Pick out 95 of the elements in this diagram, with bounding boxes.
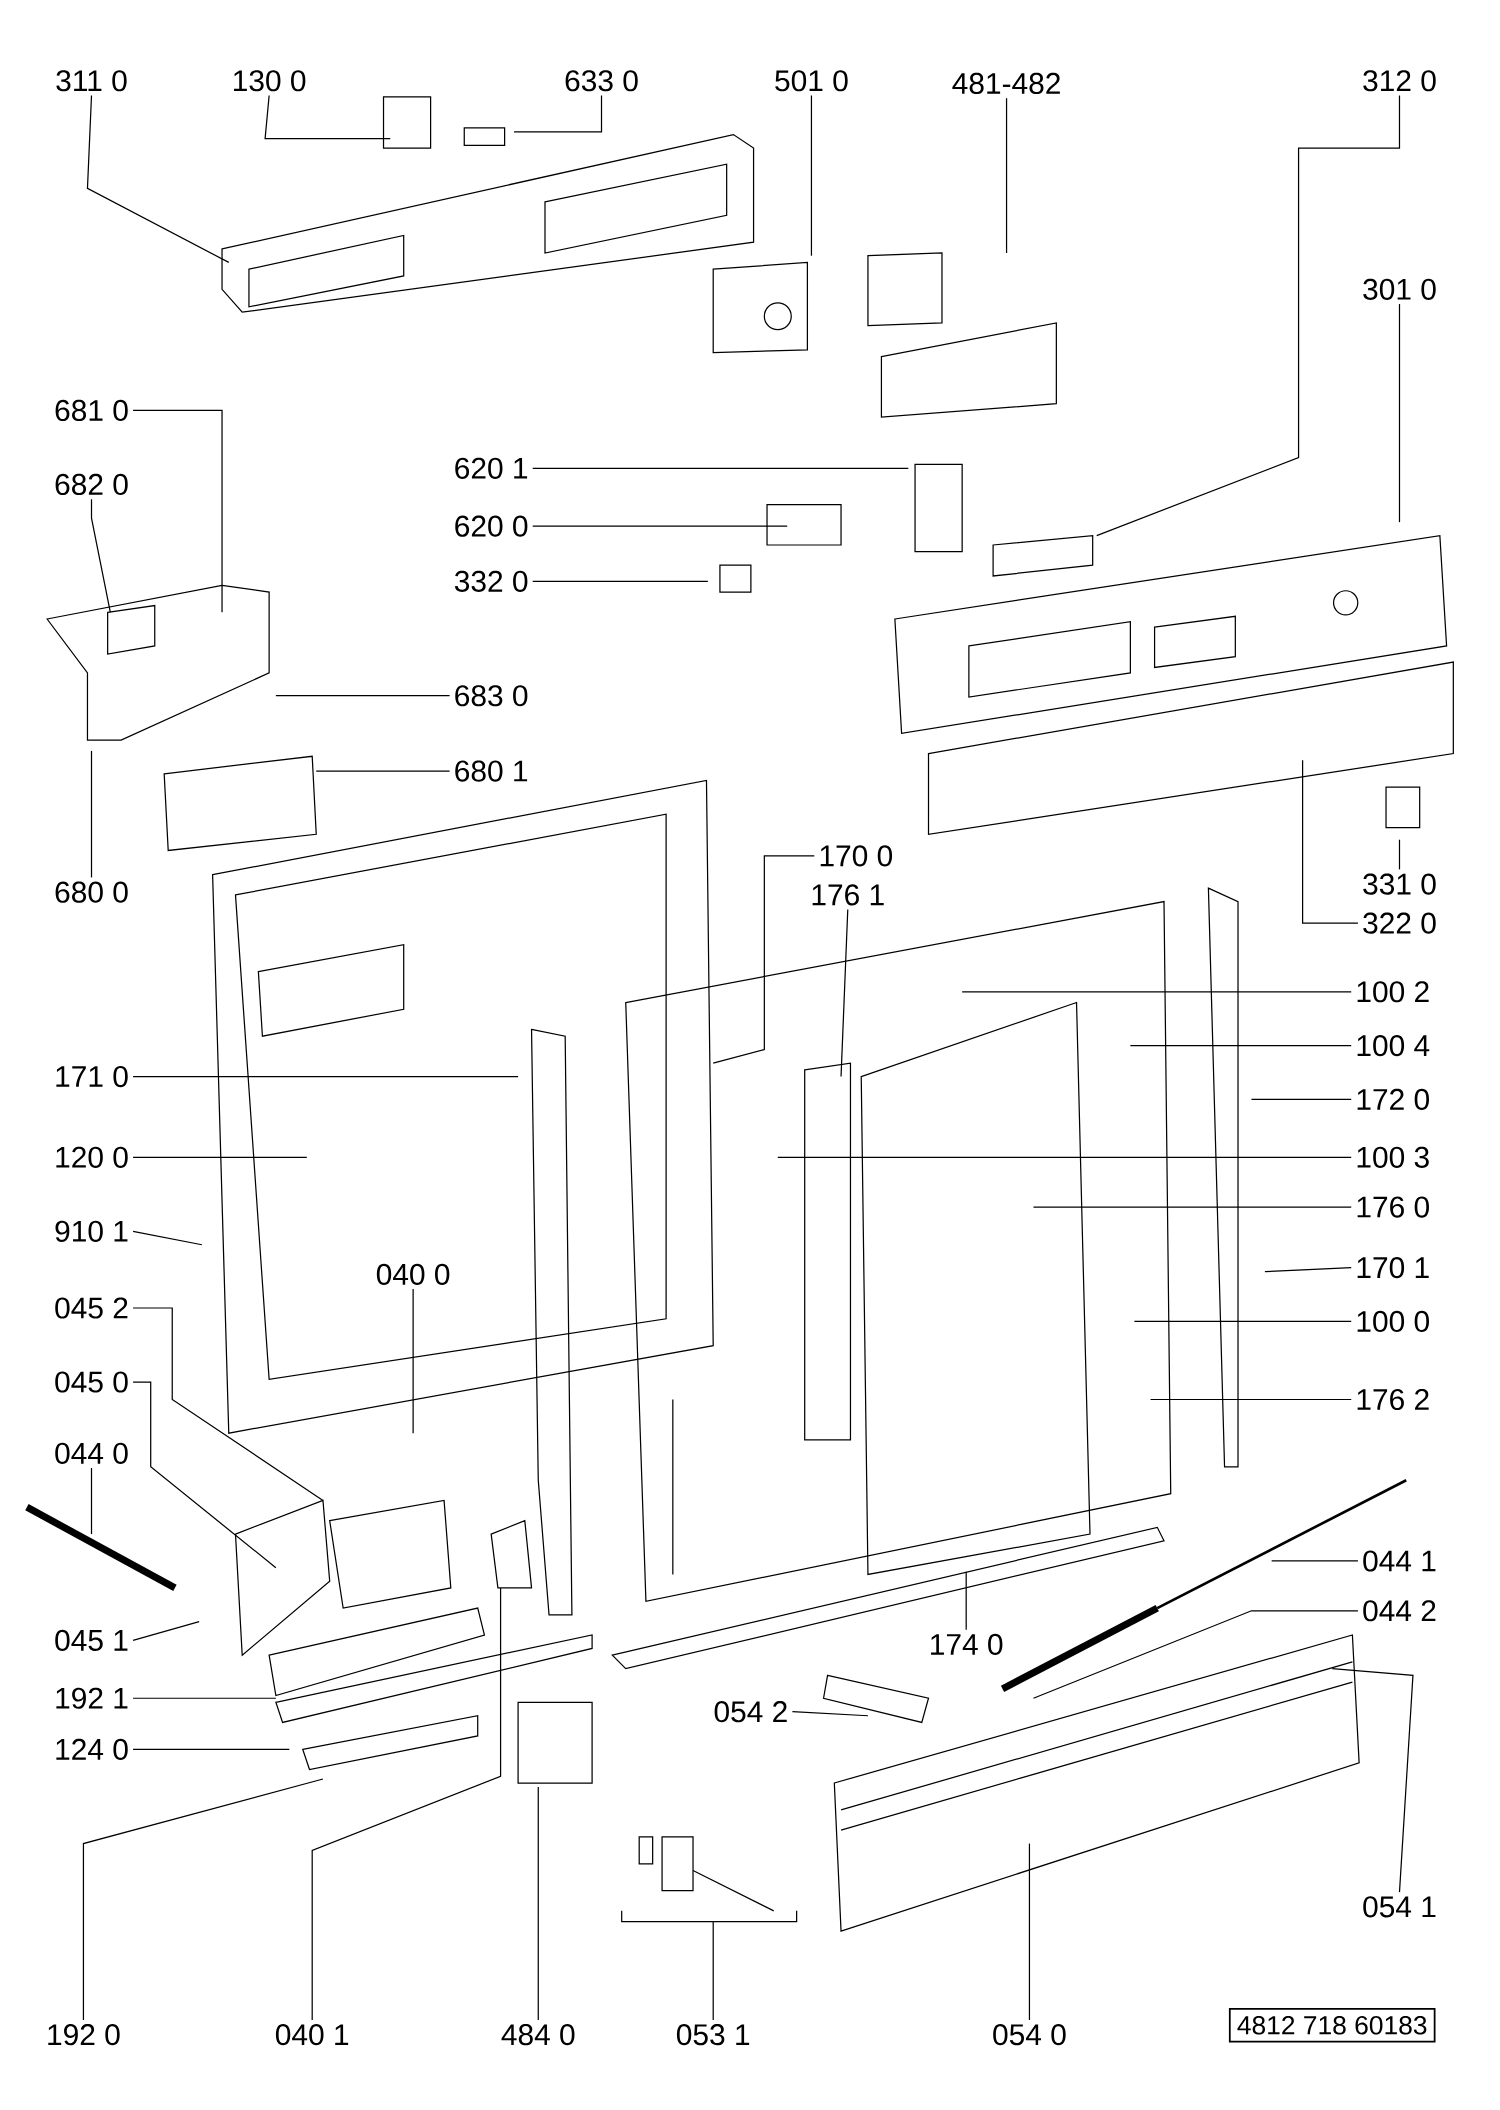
leader-line [1129, 1045, 1352, 1047]
callout-number: 130 0 [233, 70, 306, 92]
leader-line [776, 1156, 1352, 1158]
leader-line [1398, 303, 1400, 523]
leader-line [1133, 1320, 1352, 1323]
callout-number: 176 1 [812, 884, 884, 906]
leader-line [82, 1778, 324, 2021]
callout-number: 040 0 [376, 1263, 450, 1285]
callout-number: 044 1 [1363, 1550, 1436, 1572]
callout-number: 170 0 [820, 845, 892, 867]
leader-line [90, 750, 92, 879]
callout-number: 332 0 [454, 570, 528, 592]
leader-line [791, 1711, 869, 1717]
leader-line [531, 580, 709, 582]
leader-line [1032, 1610, 1359, 1699]
leader-line [1331, 1668, 1414, 1893]
callout-number: 054 1 [1363, 1896, 1436, 1918]
callout-number: 331 0 [1363, 873, 1436, 895]
leader-line [1398, 839, 1400, 870]
leader-line [90, 1467, 92, 1535]
leader-line [132, 1381, 277, 1569]
callout-number: 045 0 [55, 1371, 128, 1393]
callout-number: 683 0 [455, 685, 528, 707]
callout-number: 620 1 [455, 457, 527, 479]
callout-number: 044 0 [55, 1442, 128, 1464]
callout-number: 124 0 [56, 1738, 128, 1760]
callout-number: 311 0 [56, 70, 127, 92]
leader-line [132, 1307, 324, 1502]
callout-number: 172 0 [1357, 1088, 1429, 1110]
leader-line [712, 1921, 714, 2021]
callout-number: 171 0 [56, 1065, 128, 1088]
leader-line [1028, 1842, 1030, 2021]
callout-number: 174 0 [930, 1633, 1003, 1655]
callout-number: 054 2 [714, 1701, 787, 1723]
callout-number: 681 0 [55, 399, 128, 422]
leader-line [810, 94, 812, 257]
leader-line [132, 1748, 290, 1750]
leader-line [132, 1230, 203, 1246]
callout-number: 100 2 [1357, 981, 1429, 1003]
callout-number: 620 0 [455, 515, 528, 537]
leader-line [86, 94, 230, 264]
leader-line [537, 1786, 539, 2021]
leader-line [1270, 1560, 1359, 1562]
callout-number: 040 1 [275, 2024, 348, 2046]
callout-number: 680 0 [55, 881, 128, 903]
callout-number: 045 2 [55, 1297, 128, 1319]
leader-line [1005, 97, 1007, 254]
leader-line [1264, 1267, 1352, 1273]
callout-number: 682 0 [55, 473, 128, 496]
leader-line [965, 1571, 967, 1631]
callout-number: 044 2 [1363, 1600, 1436, 1622]
callout-number: 170 1 [1357, 1257, 1429, 1279]
leader-line [132, 1156, 308, 1158]
leader-line [315, 770, 451, 772]
leader-line [132, 1620, 200, 1641]
leader-line [1095, 94, 1400, 537]
leader-line [90, 498, 111, 613]
leader-line [1149, 1398, 1352, 1401]
callout-number: 100 0 [1357, 1310, 1429, 1333]
callout-number: 053 1 [676, 2024, 749, 2046]
leader-line [531, 467, 909, 469]
leader-line [513, 94, 602, 133]
callout-number: 176 0 [1357, 1196, 1429, 1218]
leader-line [1301, 759, 1359, 924]
callout-number: 680 1 [455, 760, 527, 782]
callout-number: 501 0 [775, 70, 848, 92]
leader-line [531, 525, 788, 527]
callout-number: 484 0 [501, 2024, 575, 2046]
callout-number: 192 1 [56, 1687, 128, 1709]
leader-line [264, 94, 391, 140]
callout-number: 100 3 [1357, 1146, 1429, 1168]
callout-number: 633 0 [565, 70, 638, 92]
callout-number: 100 4 [1357, 1035, 1430, 1057]
leader-line [132, 1075, 519, 1078]
callout-number: 045 1 [55, 1629, 128, 1651]
leader-line [132, 409, 223, 613]
callout-number: 176 2 [1357, 1388, 1429, 1411]
leader-line [712, 855, 815, 1064]
callout-number: 322 0 [1363, 912, 1436, 934]
leader-line [311, 1587, 501, 2021]
drawing-number: 4812 718 60183 [1228, 2008, 1436, 2043]
callout-number: 481-482 [952, 72, 1060, 95]
callout-number: 120 0 [56, 1146, 128, 1168]
leader-line [275, 695, 451, 697]
callout-number: 301 0 [1363, 278, 1436, 300]
leader-line [1250, 1098, 1352, 1101]
leader-line [961, 991, 1352, 993]
callout-number: 312 0 [1363, 70, 1436, 92]
callout-number: 192 0 [48, 2024, 120, 2046]
callout-number: 054 0 [993, 2024, 1066, 2046]
leader-line [132, 1697, 277, 1699]
leader-line [1032, 1206, 1352, 1208]
leader-line [412, 1288, 414, 1434]
callout-number: 910 1 [55, 1220, 128, 1242]
leader-line [840, 909, 849, 1078]
